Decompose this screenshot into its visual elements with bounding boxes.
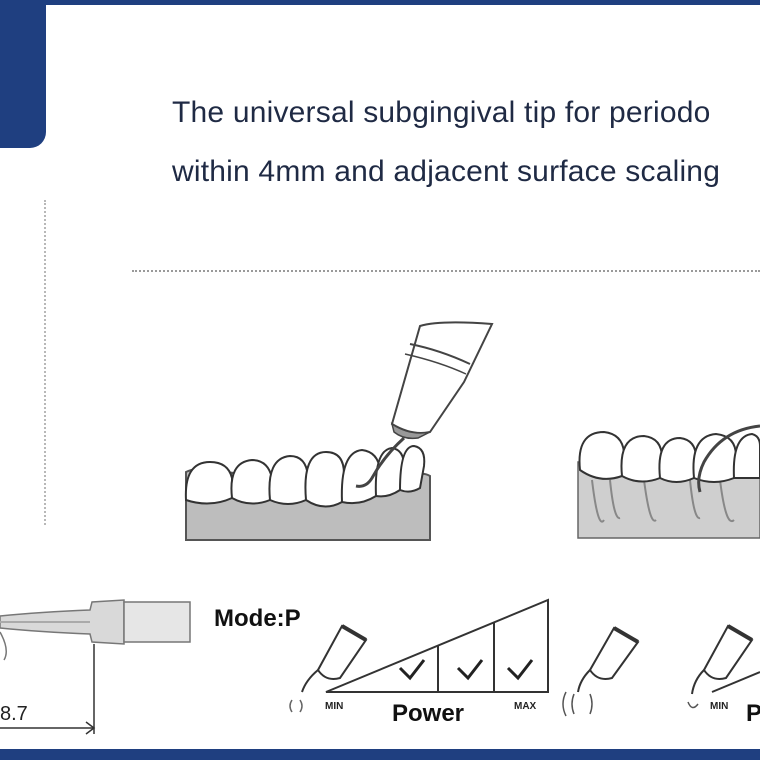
check-icon-2 (456, 659, 484, 681)
tooth-3 (268, 454, 310, 505)
check-icon-3 (506, 659, 534, 681)
corner-tab (0, 0, 46, 148)
tooth-4 (304, 450, 346, 508)
dimension-value: 8.7 (0, 703, 28, 725)
power-label: Power (392, 700, 465, 727)
check-icon-1 (398, 659, 426, 681)
second-scale-label-partial: P (746, 700, 760, 727)
second-min-label: MIN (710, 701, 729, 712)
tooth-1 (184, 460, 233, 505)
dimension-line (0, 644, 96, 735)
tooth-7 (398, 444, 426, 493)
handpiece-icon-max (562, 626, 640, 717)
scaler-tip-drawing (0, 599, 191, 661)
handpiece-icon-min (289, 624, 368, 713)
tooth-2 (230, 458, 274, 505)
teeth-illustration-right (577, 424, 760, 539)
power-max-label: MAX (514, 701, 537, 712)
bottom-frame-bar (0, 749, 760, 760)
power-scale-chart (325, 598, 549, 693)
horizontal-dotted-divider (132, 270, 760, 272)
power-min-label: MIN (325, 701, 344, 712)
scaler-handpiece-left (355, 321, 494, 488)
teeth-illustration-left (184, 444, 431, 541)
top-frame-bar (0, 0, 760, 5)
tooth-5 (340, 448, 382, 505)
vertical-dotted-divider (44, 200, 46, 525)
headline-line-2: within 4mm and adjacent surface scaling (172, 155, 721, 188)
handpiece-icon-second (687, 624, 760, 709)
mode-label: Mode:P (214, 605, 301, 632)
headline-line-1: The universal subgingival tip for period… (172, 96, 711, 129)
